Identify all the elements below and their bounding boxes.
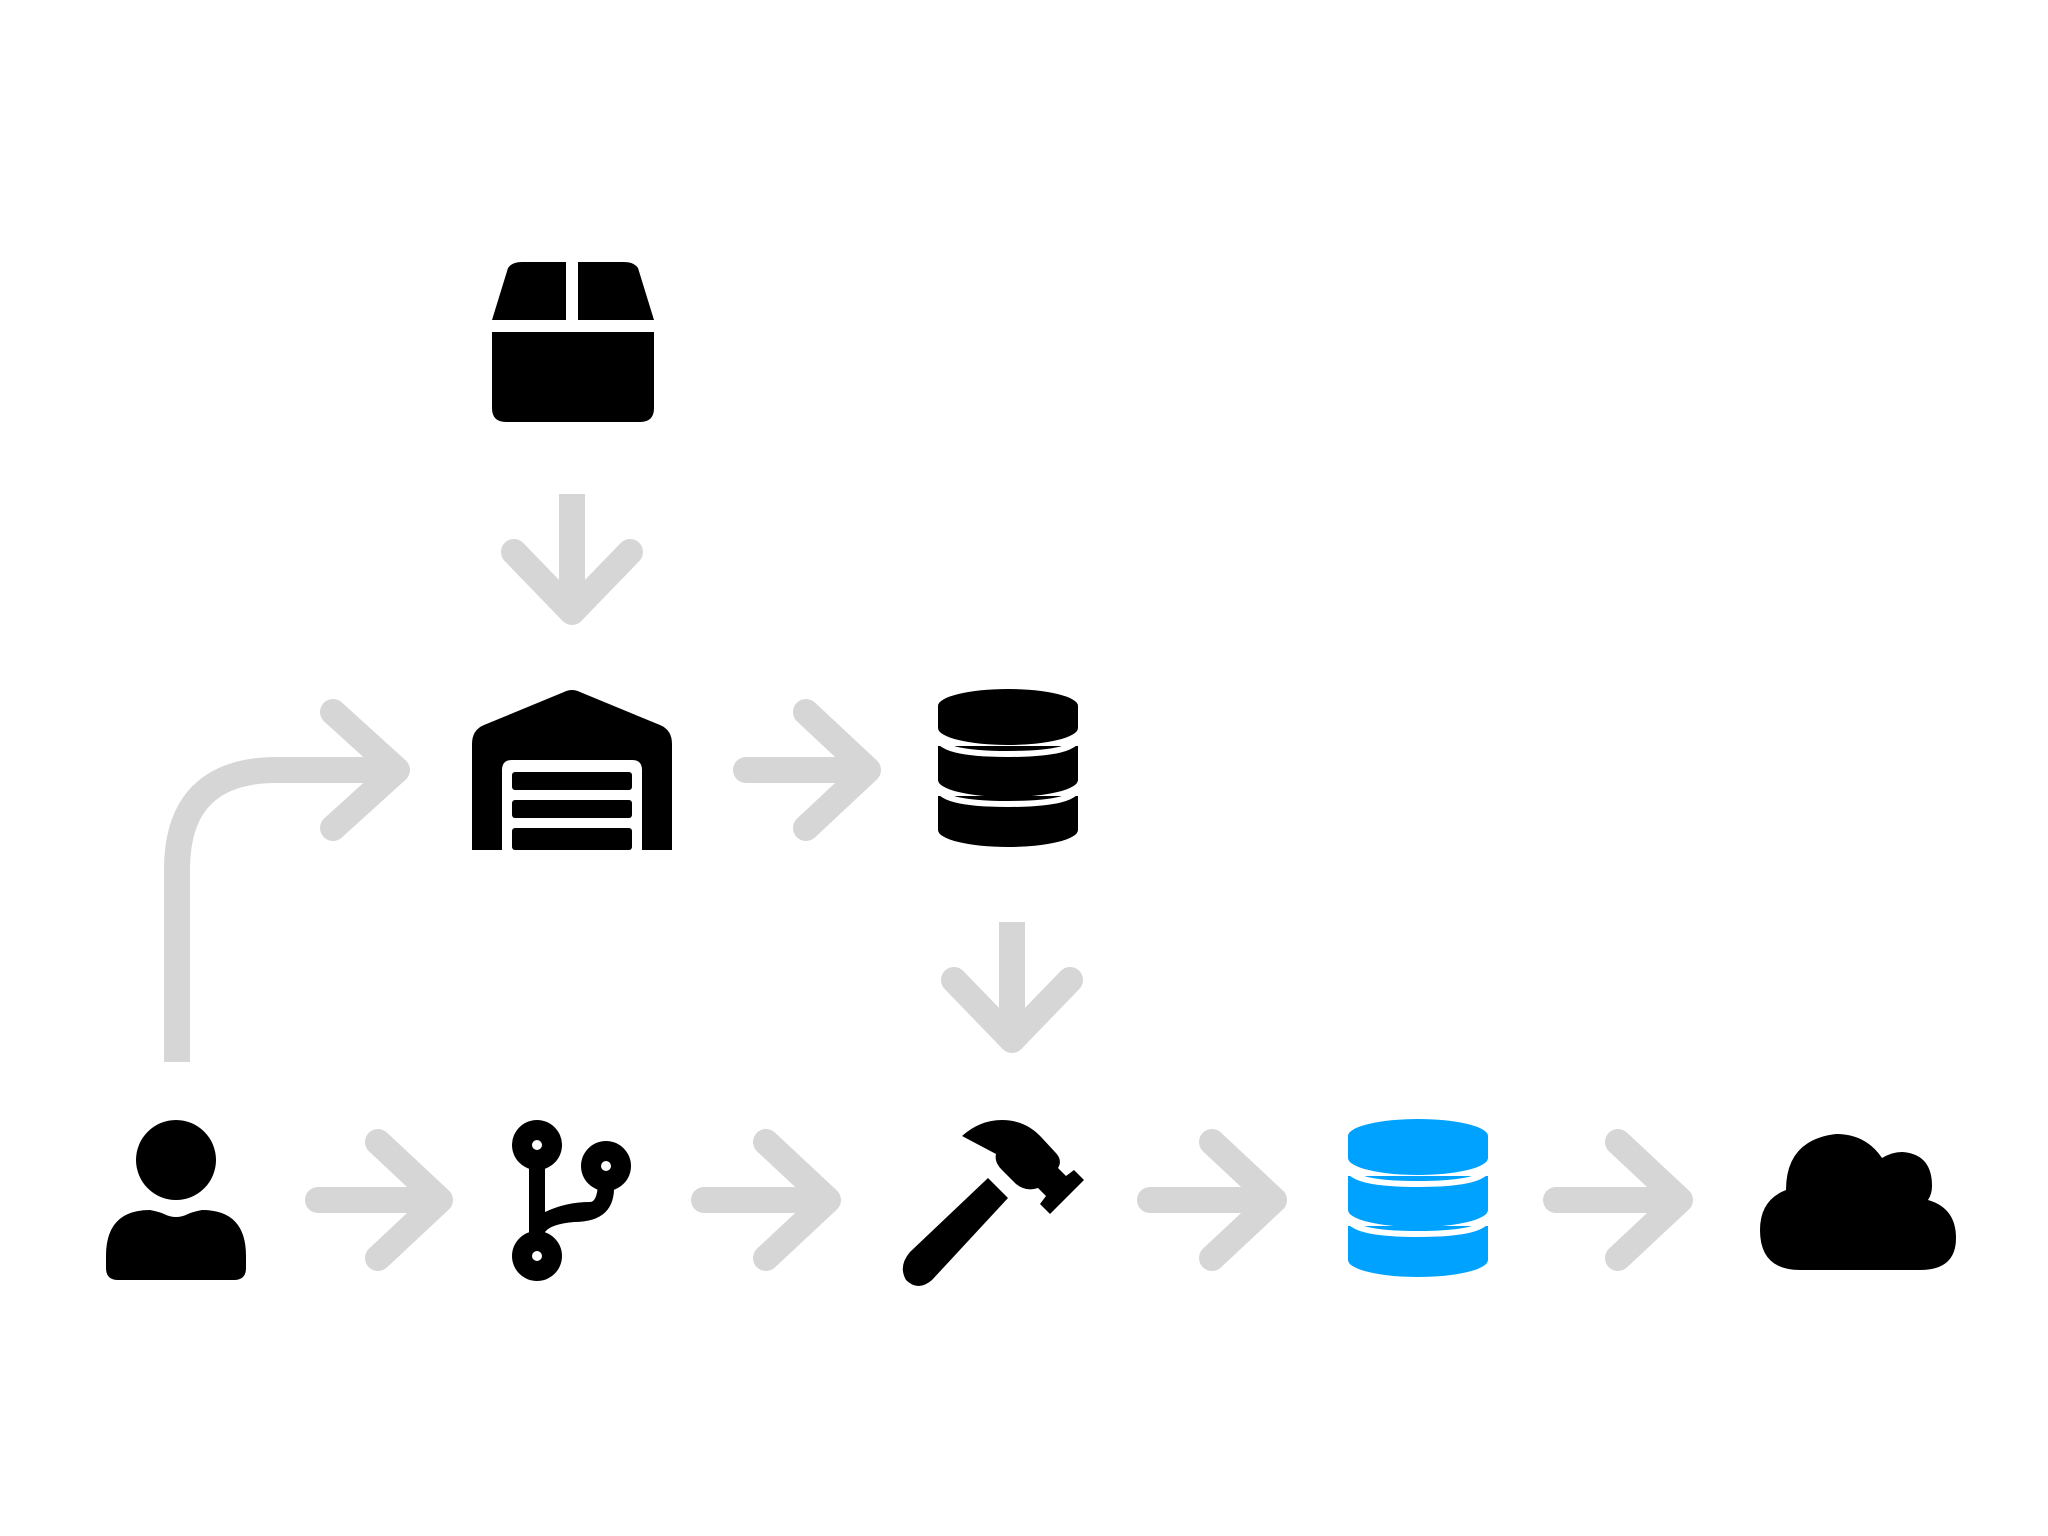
arrow-build-to-target-database	[1137, 1129, 1287, 1271]
arrow-git-branch-to-build	[691, 1129, 841, 1271]
database-icon	[1345, 1119, 1491, 1277]
arrow-warehouse-to-database	[733, 699, 881, 841]
user-icon	[106, 1120, 246, 1280]
arrow-user-to-warehouse	[164, 699, 410, 1062]
arrow-database-to-cloud	[1543, 1129, 1693, 1271]
cloud-icon	[1760, 1134, 1956, 1270]
arrow-user-to-git-branch	[305, 1129, 453, 1271]
arrow-database-to-build	[941, 922, 1083, 1053]
arrow-package-to-warehouse	[501, 494, 643, 625]
git-branch-icon	[512, 1120, 631, 1281]
database-icon	[935, 689, 1081, 847]
hammer-icon	[902, 1120, 1084, 1286]
package-box-icon	[492, 262, 654, 422]
warehouse-icon	[472, 690, 672, 850]
